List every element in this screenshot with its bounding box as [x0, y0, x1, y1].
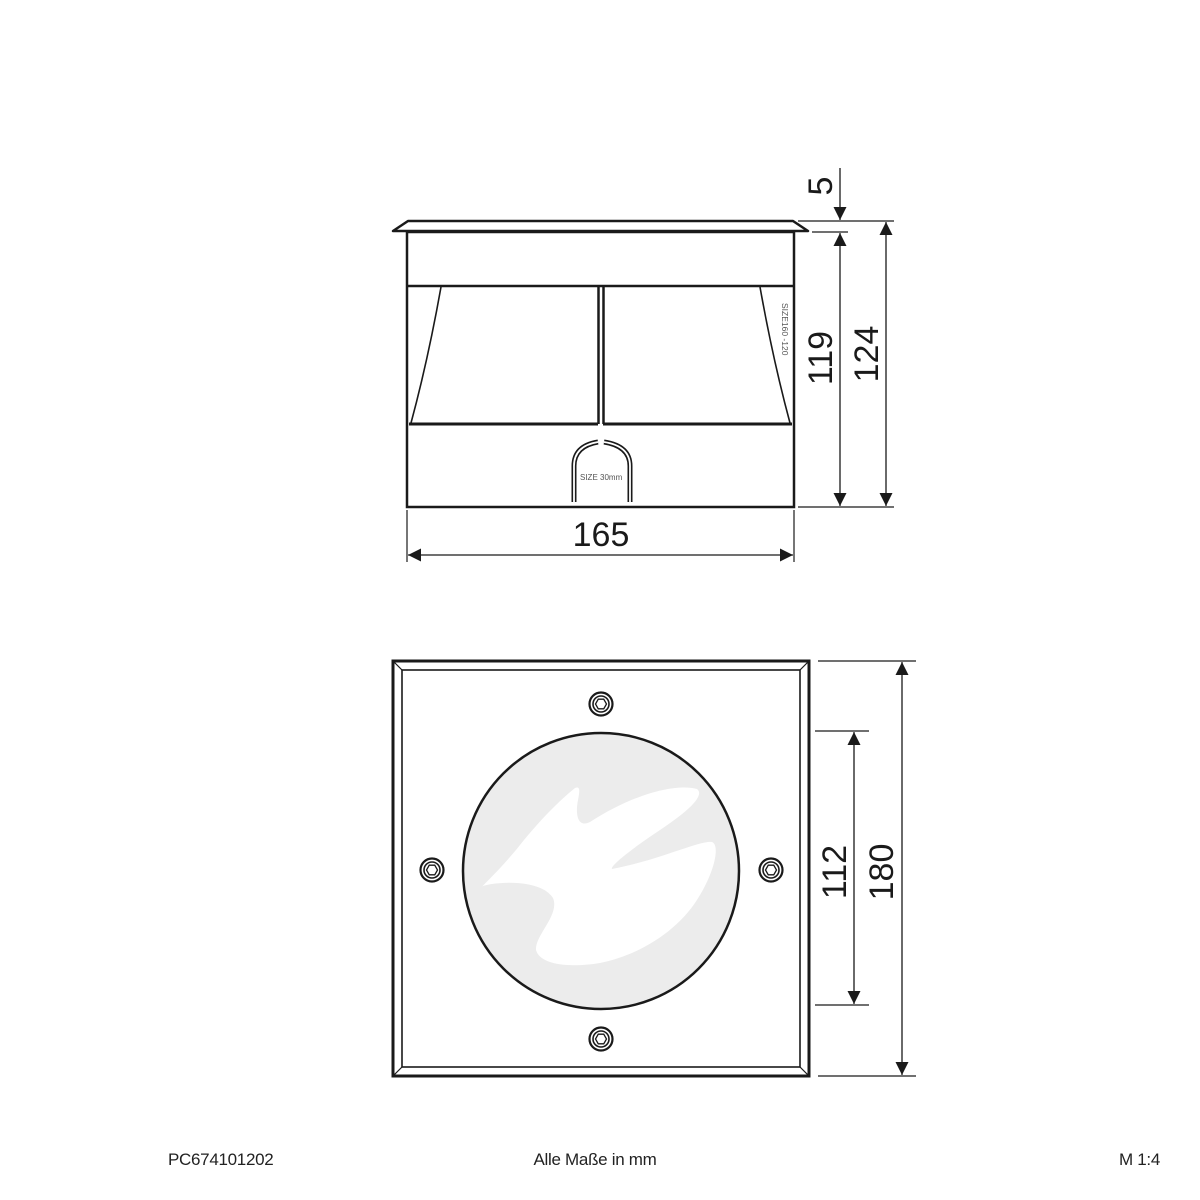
article-number: PC674101202 — [168, 1150, 274, 1169]
size-label-side: SIZE160 -120 — [780, 303, 790, 356]
dim-label-body-height: 119 — [802, 331, 840, 385]
bevel-corner-tl — [392, 660, 403, 671]
bevel-corner-bl — [392, 1066, 403, 1077]
bevel-corner-tr — [799, 660, 810, 671]
side-view: SIZE160 -120 SIZE 30mm 165 5 119 124 — [391, 168, 894, 562]
dim-label-width: 165 — [573, 516, 630, 554]
screw-top — [588, 691, 614, 717]
dim-label-frame: 180 — [863, 844, 901, 901]
cable-entry-arch-left-inner — [573, 441, 599, 502]
taper-curve-left — [410, 286, 442, 424]
dim-label-flange: 5 — [802, 177, 840, 196]
screw-right — [758, 857, 784, 883]
scale-label: M 1:4 — [1118, 1150, 1160, 1169]
taper-curve-right — [759, 286, 791, 424]
glass-reflection — [482, 787, 716, 966]
bevel-corner-br — [799, 1066, 810, 1077]
dim-label-glass: 112 — [816, 845, 854, 899]
cable-entry-label: SIZE 30mm — [580, 473, 623, 482]
cable-entry-arch-right-inner — [603, 441, 631, 502]
flange — [391, 219, 810, 233]
screw-bottom — [588, 1026, 614, 1052]
dim-label-total-height: 124 — [848, 326, 886, 383]
housing-body — [405, 230, 796, 509]
screw-left — [419, 857, 445, 883]
units-note: Alle Maße in mm — [533, 1150, 657, 1169]
top-view: 112 180 — [391, 659, 916, 1078]
